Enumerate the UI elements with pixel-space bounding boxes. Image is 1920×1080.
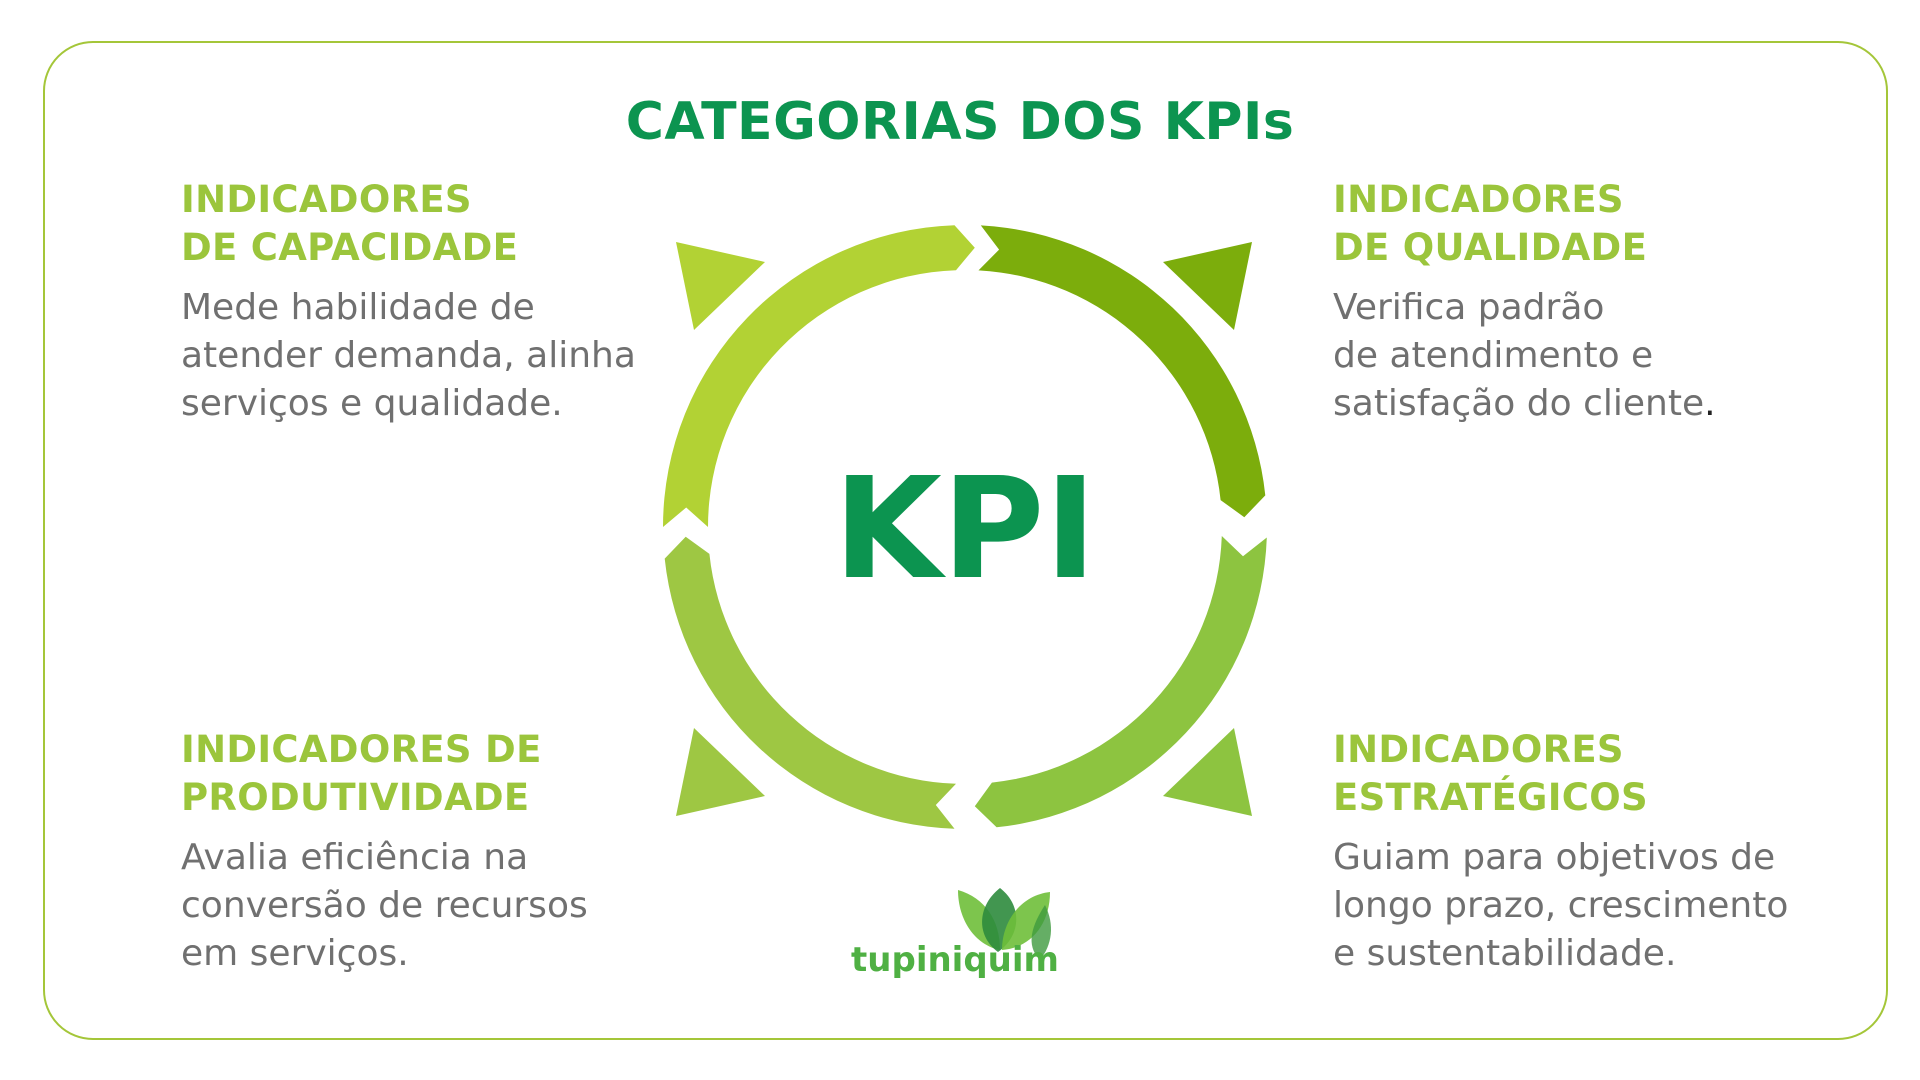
description-line: e sustentabilidade. [1333,933,1677,974]
arc-top-left [663,225,975,527]
arc-top-right [978,225,1266,518]
description-line: Verifica padrão [1333,287,1605,328]
description-line: longo prazo, crescimento [1333,885,1789,926]
description-line: atender demanda, alinha [181,335,636,376]
kpi-center-label: KPI [833,448,1097,611]
pointer-top-left [676,242,765,330]
category-heading: INDICADORES DE PRODUTIVIDADE [181,726,588,822]
category-qualidade: INDICADORES DE QUALIDADE Verifica padrão… [1333,176,1716,428]
category-description: Guiam para objetivos de longo prazo, cre… [1333,834,1788,978]
description-line: Guiam para objetivos de [1333,837,1776,878]
description-line: de atendimento e [1333,335,1654,376]
description-line: Avalia eficiência na [181,837,529,878]
heading-line: DE QUALIDADE [1333,226,1648,269]
pointer-bottom-left [676,728,765,816]
category-description: Verifica padrão de atendimento e satisfa… [1333,284,1716,428]
heading-line: INDICADORES [181,178,472,221]
pointer-top-right [1163,242,1252,330]
description-line: conversão de recursos [181,885,588,926]
category-heading: INDICADORES DE QUALIDADE [1333,176,1716,272]
heading-line: INDICADORES [1333,728,1624,771]
description-line: Mede habilidade de [181,287,535,328]
pointer-bottom-right [1163,728,1252,816]
description-line: em serviços. [181,933,409,974]
logo-wordmark: tupiniquim [851,940,1059,980]
heading-line: PRODUTIVIDADE [181,776,530,819]
heading-line: INDICADORES DE [181,728,542,771]
page-title: CATEGORIAS DOS KPIs [625,92,1295,152]
content-frame [43,41,1888,1040]
arc-bottom-left [664,536,956,829]
description-line: satisfação do cliente. [1333,380,1716,428]
category-estrategicos: INDICADORES ESTRATÉGICOS Guiam para obje… [1333,726,1788,978]
category-heading: INDICADORES ESTRATÉGICOS [1333,726,1788,822]
heading-line: ESTRATÉGICOS [1333,776,1648,819]
category-heading: INDICADORES DE CAPACIDADE [181,176,636,272]
description-line: serviços e qualidade. [181,383,563,424]
corner-pointers [676,242,1252,816]
description-text: satisfação do cliente [1333,383,1705,424]
heading-line: DE CAPACIDADE [181,226,519,269]
category-description: Mede habilidade de atender demanda, alin… [181,284,636,428]
leaf-right [1002,892,1050,950]
leaf-logo-icon [958,888,1052,960]
heading-line: INDICADORES [1333,178,1624,221]
category-description: Avalia eficiência na conversão de recurs… [181,834,588,978]
description-period: . [1704,383,1716,424]
category-capacidade: INDICADORES DE CAPACIDADE Mede habilidad… [181,176,636,428]
arc-bottom-right [974,536,1267,828]
cycle-arcs [663,225,1267,829]
category-produtividade: INDICADORES DE PRODUTIVIDADE Avalia efic… [181,726,588,978]
leaf-back [1031,905,1052,960]
